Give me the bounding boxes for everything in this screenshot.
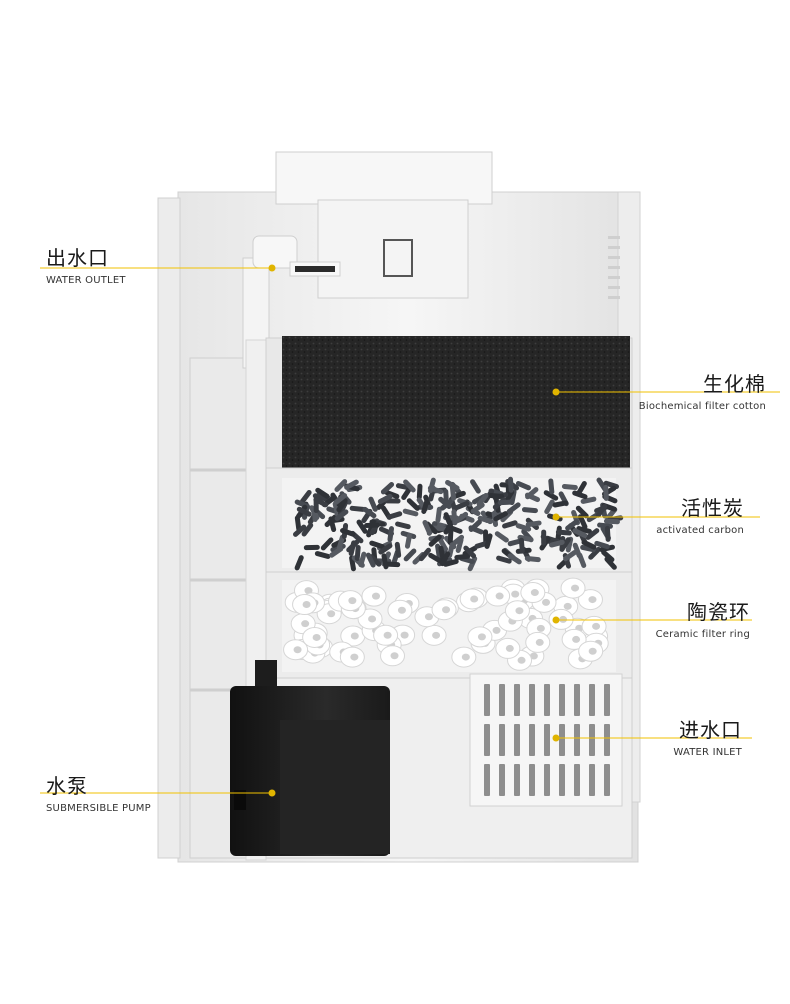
- water-outlet-en: WATER OUTLET: [46, 275, 126, 286]
- ceramic-ring-tray: [265, 571, 633, 683]
- label-water-inlet: 进水口 WATER INLET: [673, 714, 742, 758]
- ceramic-ring-en: Ceramic filter ring: [655, 629, 750, 640]
- bio-cotton-en: Biochemical filter cotton: [638, 401, 766, 412]
- water-outlet-zh: 出水口: [46, 246, 109, 270]
- label-bio-cotton: 生化棉 Biochemical filter cotton: [639, 368, 766, 412]
- leader-lines: [40, 264, 780, 797]
- water-inlet-zh: 进水口: [679, 718, 742, 742]
- activated-carbon-tray: [265, 467, 633, 577]
- label-ceramic-ring: 陶瓷环 Ceramic filter ring: [656, 596, 750, 640]
- submersible-pump: [230, 660, 390, 856]
- label-pump: 水泵 SUBMERSIBLE PUMP: [46, 770, 151, 814]
- water-inlet-en: WATER INLET: [673, 747, 742, 758]
- pump-en: SUBMERSIBLE PUMP: [46, 803, 151, 814]
- top-bracket: [275, 151, 493, 299]
- activated-carbon-en: activated carbon: [656, 525, 744, 536]
- bio-cotton-sponge: [265, 336, 633, 475]
- ceramic-ring-zh: 陶瓷环: [687, 600, 750, 624]
- label-water-outlet: 出水口 WATER OUTLET: [46, 242, 126, 286]
- bio-cotton-zh: 生化棉: [703, 372, 766, 396]
- label-activated-carbon: 活性炭 activated carbon: [656, 492, 744, 536]
- pump-zh: 水泵: [46, 774, 88, 798]
- activated-carbon-zh: 活性炭: [681, 496, 744, 520]
